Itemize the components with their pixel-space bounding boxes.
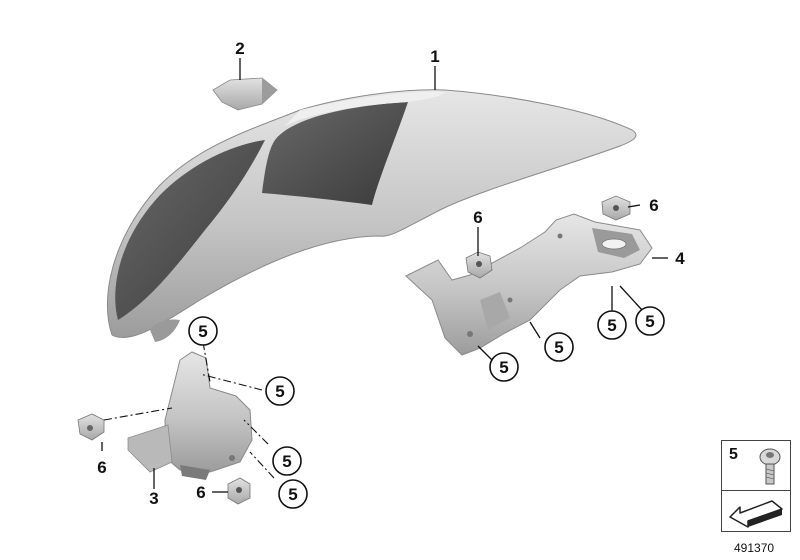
callout-label-5: 5: [645, 312, 654, 331]
callout-label-5: 5: [499, 358, 508, 377]
callout-label-6-bottom: 6: [196, 483, 205, 502]
callout-label-5: 5: [554, 338, 563, 357]
callout-label-1: 1: [430, 47, 439, 66]
callout-label-6-center: 6: [473, 208, 482, 227]
reference-part-number: 5: [729, 446, 738, 463]
left-bracket-part: [127, 351, 253, 480]
diagram-number: 491370: [734, 541, 775, 555]
callout-label-5: 5: [288, 485, 297, 504]
part-reference-box: 5: [721, 440, 791, 532]
clip-nut-center: [465, 251, 493, 279]
callout-label-5: 5: [607, 316, 616, 335]
callout-label-3: 3: [149, 489, 158, 508]
callout-circles: [188, 306, 665, 509]
screw-icon: [759, 448, 781, 485]
right-bracket-part: [405, 213, 653, 356]
callout-label-5: 5: [275, 382, 284, 401]
leader-lines: [101, 58, 668, 493]
callout-label-5: 5: [198, 322, 207, 341]
small-cap-part: [212, 77, 278, 111]
callout-label-5: 5: [282, 452, 291, 471]
callout-label-6-right: 6: [649, 196, 658, 215]
arrow-icon: [729, 500, 783, 528]
callout-label-2: 2: [235, 39, 244, 58]
seat-cover-part: [106, 89, 637, 342]
callout-label-4: 4: [675, 249, 685, 268]
clip-nut-bottom: [227, 477, 251, 505]
reference-divider: [722, 490, 790, 491]
callout-label-6-left: 6: [97, 458, 106, 477]
clip-nut-left: [77, 413, 105, 441]
clip-nut-right: [601, 195, 631, 221]
